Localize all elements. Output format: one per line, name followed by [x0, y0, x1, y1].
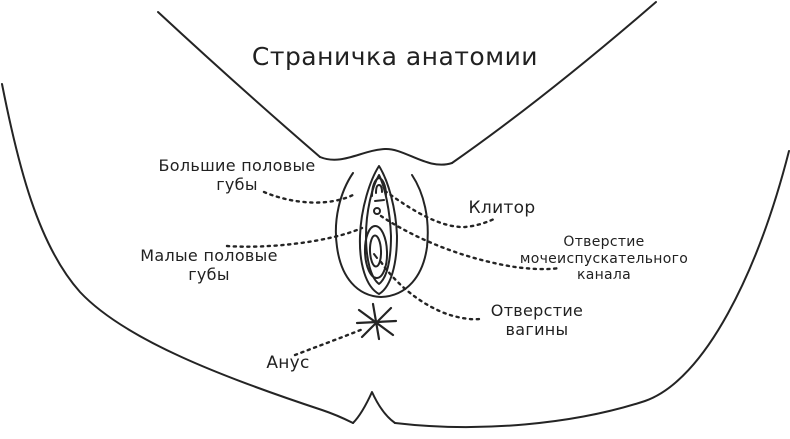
label-vaginal-opening: Отверстие вагины [490, 301, 584, 339]
callout-line-vaginal-opening [379, 260, 482, 321]
left-buttock-outline [1, 83, 354, 424]
labia-minora-inner-outline [365, 174, 392, 285]
anus-asterisk [355, 302, 398, 341]
label-urethral-opening: Отверстие мочеиспускательного канала [519, 234, 689, 284]
labia-minora-outer-outline [358, 165, 398, 295]
vaginal-opening-outer [363, 225, 389, 279]
callout-line-urethral-opening [379, 214, 561, 271]
gluteal-cleft-peak [352, 391, 396, 424]
right-buttock-outline [394, 150, 790, 429]
label-labia-minora: Малые половые губы [140, 246, 278, 284]
vaginal-opening-inner [368, 234, 383, 268]
label-labia-majora: Большие половые губы [158, 156, 316, 194]
left-thigh-line [157, 11, 321, 158]
urethral-opening-dot [373, 207, 381, 215]
labia-majora-outline [334, 172, 429, 298]
clitoris-hood-arch [371, 177, 387, 197]
callout-line-clitoris [383, 189, 498, 229]
clitoris-tick [374, 199, 385, 202]
clitoris-glans [375, 184, 383, 194]
mons-curve [319, 147, 453, 166]
label-anus: Анус [266, 353, 310, 373]
right-thigh-line [451, 1, 657, 164]
page-title: Страничка анатомии [251, 42, 539, 71]
vaginal-opening-tick [373, 253, 378, 259]
callout-line-labia-majora [262, 190, 355, 204]
label-clitoris: Клитор [468, 198, 536, 218]
callout-line-labia-minora [225, 226, 364, 248]
callout-line-anus [293, 327, 365, 357]
